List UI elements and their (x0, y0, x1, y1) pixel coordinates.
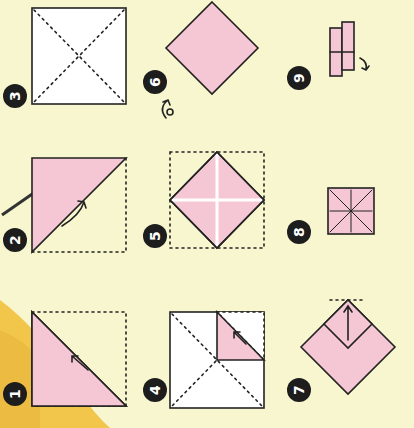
callout-number: 8 (287, 220, 311, 244)
callout-number: 4 (143, 378, 167, 402)
callout-number: 2 (3, 228, 27, 252)
callout-number: 1 (3, 382, 27, 406)
callout-number: 6 (143, 70, 167, 94)
callout-number: 3 (3, 84, 27, 108)
callout-number: 7 (287, 378, 311, 402)
callout-number: 9 (287, 66, 311, 90)
callout-number: 5 (143, 224, 167, 248)
